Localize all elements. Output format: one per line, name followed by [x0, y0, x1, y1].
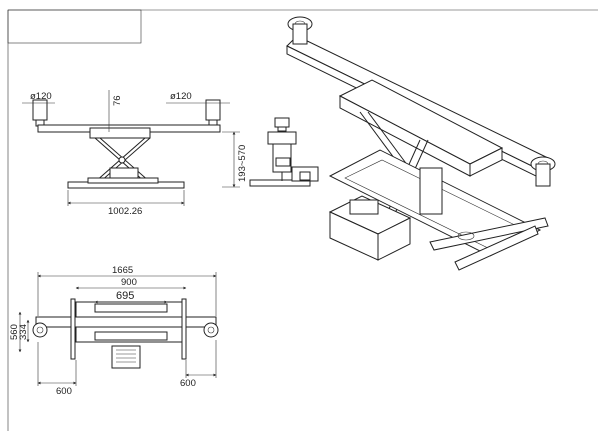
sheet-frame: [7, 9, 598, 431]
height-range-label: 193~570: [237, 145, 248, 182]
top-height-label: 76: [112, 95, 123, 106]
right-pad-diameter-label: ø120: [170, 91, 192, 102]
title-block: [7, 9, 142, 44]
top-arm: [35, 316, 217, 328]
frame-width-label: 900: [121, 277, 137, 288]
inner-depth-label: 334: [18, 324, 29, 340]
right-pad-top: [203, 322, 219, 338]
left-pad-top: [32, 322, 48, 338]
isometric-view: [286, 16, 556, 271]
iso-arm: [286, 35, 549, 171]
cylinder: [109, 167, 139, 179]
overall-length-label: 1002.26: [108, 206, 142, 217]
end-view: [249, 117, 319, 187]
left-extension-label: 600: [56, 386, 72, 397]
left-pad-diameter-label: ø120: [30, 91, 52, 102]
top-view: 1665 900 695 560 334 600 600: [9, 265, 219, 397]
control-box: [111, 345, 141, 369]
outer-depth-label: 560: [9, 324, 20, 340]
inner-width-label: 695: [116, 290, 134, 302]
total-length-label: 1665: [112, 265, 133, 276]
iso-deck: [338, 79, 504, 165]
right-extension-label: 600: [180, 378, 196, 389]
side-view: ø120 ø120 76 193~570 1002.26: [22, 90, 248, 217]
